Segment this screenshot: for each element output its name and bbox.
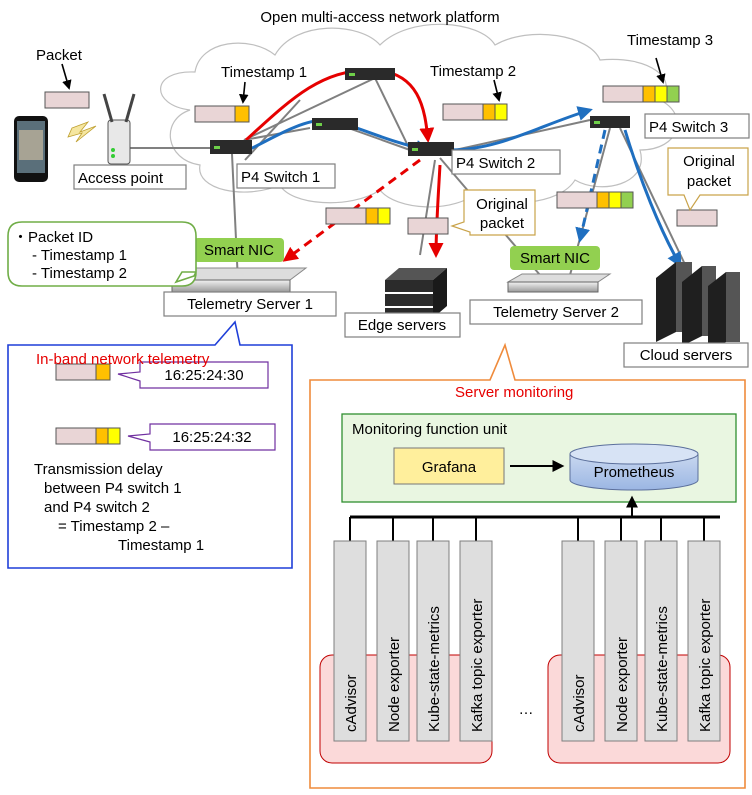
exporter-kube-state-1: Kube-state-metrics (426, 606, 443, 732)
delay-desc-line-3: and P4 switch 2 (44, 499, 150, 516)
access-point-label: Access point (78, 170, 164, 187)
telemetry-server-1-label: Telemetry Server 1 (187, 296, 313, 313)
lightning-icon (67, 121, 97, 143)
cloud-servers-label: Cloud servers (640, 347, 733, 364)
int-panel-title: In-band network telemetry (36, 351, 210, 368)
access-point-icon (102, 93, 136, 165)
cloud-servers-icon (656, 262, 740, 350)
edge-servers-label: Edge servers (358, 317, 446, 334)
timestamp-3-label: Timestamp 3 (627, 32, 713, 49)
label-boxes (73, 113, 750, 368)
p4-switch-2-label: P4 Switch 2 (456, 155, 535, 172)
smart-nic-2-label: Smart NIC (520, 250, 590, 267)
p4-switch-3-icon (590, 116, 630, 128)
platform-title: Open multi-access network platform (260, 9, 499, 26)
timestamp-2-label: Timestamp 2 (430, 63, 516, 80)
ellipsis: … (519, 701, 534, 718)
p4-switch-3-label: P4 Switch 3 (649, 119, 728, 136)
timestamp-time-1: 16:25:24:30 (164, 367, 243, 384)
exporter-node-1: Node exporter (386, 637, 403, 732)
telemetry-server-2-label: Telemetry Server 2 (493, 304, 619, 321)
exporter-kafka-1: Kafka topic exporter (469, 599, 486, 732)
server-monitoring-title: Server monitoring (455, 384, 573, 401)
original-packet-callouts (450, 147, 749, 236)
exporter-kube-state-2: Kube-state-metrics (654, 606, 671, 732)
prometheus-label: Prometheus (594, 464, 675, 481)
edge-servers-icon (385, 268, 447, 318)
p4-switch-1-icon (210, 140, 252, 154)
smart-nic-badges (194, 238, 600, 270)
smart-nic-1-label: Smart NIC (204, 242, 274, 259)
original-packet-2-line1: Original (476, 196, 528, 213)
monitoring-unit-label: Monitoring function unit (352, 421, 508, 438)
delay-desc-line-5: Timestamp 1 (118, 537, 204, 554)
mid-switch-icon (312, 118, 358, 130)
phone-icon (14, 116, 48, 182)
label-pointers (61, 57, 666, 104)
delay-desc-line-2: between P4 switch 1 (44, 480, 182, 497)
timestamp-1-label: Timestamp 1 (221, 64, 307, 81)
server-monitoring-panel (309, 342, 746, 789)
packet-id-line: ・Packet ID (13, 229, 93, 246)
exporter-node-2: Node exporter (614, 637, 631, 732)
timestamp-time-2: 16:25:24:32 (172, 429, 251, 446)
mid-switch-top-icon (345, 68, 395, 80)
exporter-cadvisor-2: cAdvisor (571, 674, 588, 732)
exporter-kafka-2: Kafka topic exporter (697, 599, 714, 732)
int-panel (7, 320, 293, 569)
original-packet-3-line2: packet (687, 173, 732, 190)
telemetry-server-2-icon (506, 273, 612, 293)
switch-icons (210, 68, 630, 156)
original-packet-3-line1: Original (683, 153, 735, 170)
packet-ts1-line: - Timestamp 1 (32, 247, 127, 264)
p4-switch-2-icon (408, 142, 454, 156)
packet-ts2-line: - Timestamp 2 (32, 265, 127, 282)
packet-label: Packet (36, 47, 83, 64)
p4-switch-1-label: P4 Switch 1 (241, 169, 320, 186)
delay-desc-line-1: Transmission delay (34, 461, 163, 478)
packet-icons (44, 85, 718, 235)
grafana-label: Grafana (422, 459, 477, 476)
delay-desc-line-4: = Timestamp 2 – (58, 518, 170, 535)
packet-info-callout (7, 221, 197, 287)
original-packet-2-line2: packet (480, 215, 525, 232)
exporter-cadvisor-1: cAdvisor (343, 674, 360, 732)
